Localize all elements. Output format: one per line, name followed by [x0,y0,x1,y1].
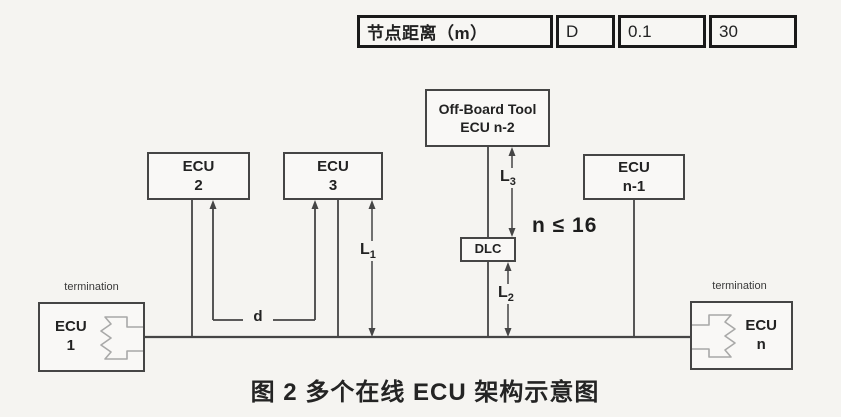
table-cell-text: 0.1 [628,21,652,41]
node-label: 2 [194,177,203,194]
node-label: ECU [745,316,777,334]
node-ecu-2: ECU 2 [147,152,250,200]
arrow-up-icon [504,262,512,271]
distance-label-l2: L2 [496,284,516,305]
label-main: L [360,241,370,258]
node-ecu-3: ECU 3 [283,152,383,200]
termination-label: termination [712,280,767,292]
node-label: DLC [474,241,502,257]
node-label: ECU [618,158,650,176]
node-ecu-n-1: ECU n-1 [583,154,685,200]
node-ecu-n: ECU n [690,301,793,370]
arrow-up-icon [368,200,376,209]
node-label-group: ECU n [745,317,777,355]
label-subscript: 2 [507,292,514,304]
figure-caption: 图 2 多个在线 ECU 架构示意图 [250,379,600,406]
distance-label-l1: L1 [358,241,378,262]
node-label: Off-Board Tool [438,100,537,117]
arrow-up-icon [311,200,319,209]
table-cell-min: 0.1 [618,15,706,48]
table-cell-max: 30 [709,15,797,48]
node-label: ECU [317,157,349,175]
label-subscript: 3 [509,176,516,188]
arrow-down-icon [504,328,512,337]
node-label: 1 [66,337,75,354]
label-subscript: 1 [369,249,376,261]
node-label-group: ECU 1 [55,318,87,356]
node-offboard-tool: Off-Board Tool ECU n-2 [425,89,550,147]
label-main: L [500,168,510,185]
table-cell-label: 节点距离（m） [357,15,553,48]
arrow-down-icon [508,228,516,237]
distance-label-l3: L3 [498,168,518,189]
distance-label-d: d [245,308,271,326]
arrow-up-icon [508,147,516,156]
table-cell-symbol: D [556,15,615,48]
node-label: ECU [55,318,87,336]
termination-label: termination [64,281,119,293]
node-ecu-1: ECU 1 [38,302,145,372]
node-label: n [756,335,766,353]
table-cell-text: D [566,21,579,41]
node-distance-table: 节点距离（m） D 0.1 30 [357,15,797,48]
node-label: ECU n-2 [460,119,515,135]
table-cell-text: 节点距离（m） [367,24,488,43]
node-dlc: DLC [460,237,516,262]
node-label: n-1 [622,178,646,195]
node-count-constraint: n ≤ 16 [532,214,598,237]
node-label: 3 [328,177,338,194]
arrow-down-icon [368,328,376,337]
node-label: ECU [182,157,215,175]
table-cell-text: 30 [719,21,738,41]
label-main: L [498,284,508,301]
arrow-up-icon [209,200,217,209]
